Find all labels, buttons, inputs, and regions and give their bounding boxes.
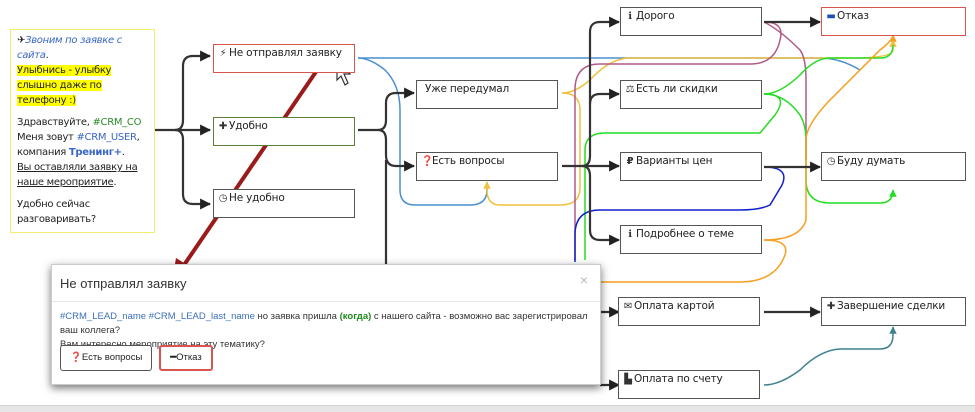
modal-buttons: ❓Есть вопросы ━Отказ (60, 345, 217, 371)
ruble-icon: ₽ (626, 156, 634, 167)
envelope-icon: ✉ (623, 301, 633, 312)
node-dorogo[interactable]: ℹ Дорого (620, 7, 762, 36)
node-label: Не отправлял заявку (229, 47, 342, 59)
close-icon[interactable]: × (579, 272, 588, 288)
info-icon: ℹ (628, 229, 632, 240)
modal-text-3: Вам интересно мероприятие на эту тематик… (60, 339, 265, 350)
script-highlight: Улыбнись - улыбку слышно даже по телефон… (17, 65, 112, 106)
node-zavershenie[interactable]: ✚Завершение сделки (821, 297, 966, 326)
question-icon: ❓ (70, 352, 82, 363)
script-my-name: Меня зовут (17, 132, 77, 143)
script-greeting: Здравствуйте, (17, 117, 93, 128)
node-uzhe-peredumal[interactable]: Уже передумал (416, 80, 558, 109)
connector-script-branch (155, 50, 212, 132)
node-ne-otpravlyal[interactable]: ⚡Не отправлял заявку (213, 44, 355, 73)
node-label: Есть вопросы (432, 155, 505, 167)
call-script-panel: ✈Звоним по заявке с сайта. Улыбнись - ул… (10, 29, 155, 233)
company-name: Тренинг+ (68, 147, 122, 158)
connector-udobno-branch (358, 87, 416, 132)
minus-icon: ▬ (826, 11, 836, 22)
node-varianty-cen[interactable]: ₽Варианты цен (620, 152, 762, 181)
node-label: Уже передумал (425, 83, 510, 95)
modal-body: #CRM_LEAD_name #CRM_LEAD_last_name но за… (52, 302, 600, 352)
node-label: Удобно (229, 120, 268, 132)
lightning-icon: ⚡ (219, 48, 227, 59)
crm-lead-name-var: #CRM_LEAD_name (60, 311, 147, 322)
node-est-li-skidki[interactable]: ⚖Есть ли скидки (620, 80, 762, 109)
question-icon: ❓ (421, 156, 434, 167)
node-label: Варианты цен (636, 155, 713, 167)
script-left-request: Вы оставляли заявку на наше мероприятие (17, 162, 138, 188)
connector-blue-ne-otpravlyal-est-voprosy (357, 57, 488, 206)
connector-voprosy-skidki (588, 88, 621, 105)
crm-lead-last-name-var: #CRM_LEAD_last_name (148, 311, 255, 322)
connector-udobno-est-voprosy (377, 128, 416, 172)
discount-icon: ⚖ (625, 84, 635, 95)
info-icon: ℹ (628, 11, 632, 22)
connector-navy-varianty (574, 166, 785, 262)
connector-yellow-uzhe-est-voprosy (483, 92, 581, 206)
connector-green-skidki-otkaz (763, 44, 894, 95)
otkaz-button[interactable]: ━Отказ (159, 345, 213, 371)
script-heading: Звоним по заявке с сайта (17, 35, 122, 61)
plus-icon: ✚ (218, 121, 228, 132)
connector-teal-schetu-zavershenie (763, 326, 897, 386)
connector-script-ne-udobno (174, 128, 212, 210)
node-label: Завершение сделки (837, 300, 946, 312)
node-est-voprosy[interactable]: ❓Есть вопросы (416, 152, 558, 181)
annotation-arrow (172, 61, 324, 282)
script-heading-end: . (45, 50, 49, 61)
connector-orange-podrobnee-otkaz (763, 34, 897, 241)
modal-title: Не отправлял заявку (60, 276, 187, 291)
script-company-pre: , компания (17, 132, 140, 158)
modal-text-2: с нашего сайта - возможно вас зарегистри… (60, 311, 588, 336)
modal-header: Не отправлял заявку × (52, 265, 600, 302)
node-label: Оплата картой (634, 300, 715, 312)
crm-contact-var: #CRM_CO (92, 117, 142, 128)
node-budu-dumat[interactable]: ◷Буду думать (821, 152, 966, 181)
clock-icon: ◷ (826, 156, 836, 167)
clock-icon: ◷ (218, 193, 228, 204)
modal-text-1: но заявка пришла (254, 311, 340, 322)
button-label: Отказ (176, 352, 202, 363)
script-company-end: . (121, 147, 125, 158)
node-label: Подробнее о теме (636, 228, 734, 240)
connector-purple-dorogo-budu (763, 21, 807, 160)
connector-green-skidki-back (584, 93, 782, 260)
node-label: Дорого (636, 10, 675, 22)
modal-when: (когда) (339, 311, 372, 322)
script-left-request-end: . (113, 177, 117, 188)
bottom-scrollbar[interactable] (0, 405, 975, 412)
crm-user-var: #CRM_USER (76, 132, 137, 143)
connector-yellow-uzhe-otkaz (561, 39, 897, 94)
node-label: Оплата по счету (634, 373, 723, 385)
node-label: Не удобно (229, 192, 285, 204)
node-oplata-po-schetu[interactable]: ▙Оплата по счету (618, 370, 760, 399)
button-label: Есть вопросы (81, 352, 143, 363)
document-icon: ▙ (624, 374, 632, 385)
connector-orange-podrobnee-back (600, 239, 787, 283)
plus-icon: ✚ (826, 301, 836, 312)
node-label: Буду думать (837, 155, 906, 167)
plane-icon: ✈ (17, 35, 26, 46)
node-label: Отказ (837, 10, 869, 22)
node-modal: Не отправлял заявку × #CRM_LEAD_name #CR… (51, 264, 601, 385)
connector-voprosy-podrobnee (581, 164, 621, 246)
node-label: Есть ли скидки (636, 83, 718, 95)
node-otkaz[interactable]: ▬Отказ (821, 7, 966, 36)
node-ne-udobno[interactable]: ◷Не удобно (213, 189, 355, 218)
minus-icon: ━ (170, 352, 177, 363)
node-oplata-kartoy[interactable]: ✉Оплата картой (618, 297, 760, 326)
est-voprosy-button[interactable]: ❓Есть вопросы (60, 345, 153, 371)
connector-purple-dorogo-otkaz (574, 21, 782, 260)
node-podrobnee[interactable]: ℹ Подробнее о теме (620, 225, 762, 254)
script-question: Удобно сейчас разговаривать? (17, 199, 96, 225)
node-udobno[interactable]: ✚Удобно (213, 117, 355, 146)
connector-green-skidki-budu (763, 93, 897, 204)
